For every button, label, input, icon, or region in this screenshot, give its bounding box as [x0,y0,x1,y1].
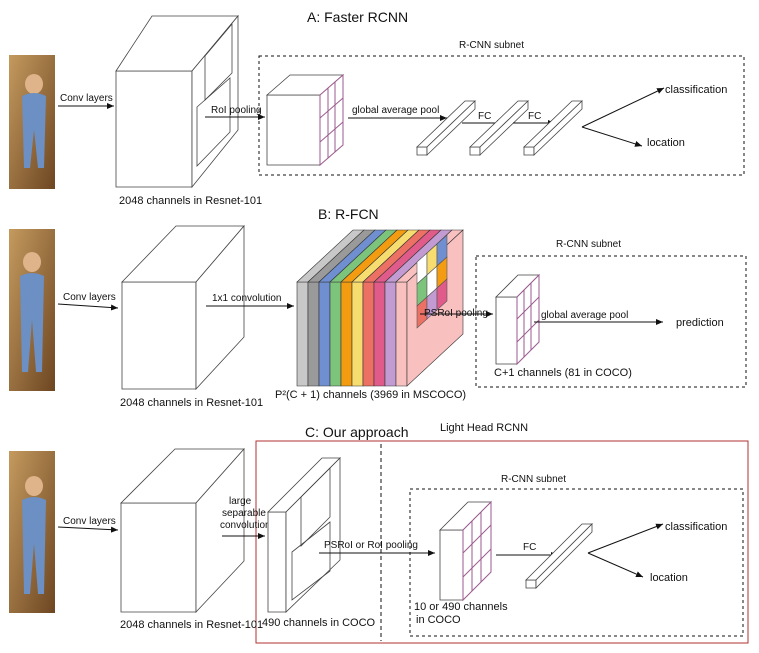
c1-label-b: C+1 channels (81 in COCO) [494,367,632,379]
subnet-label-a: R-CNN subnet [459,40,524,51]
p2-label-b: P²(C + 1) channels (3969 in MSCOCO) [275,389,466,401]
subnet-label-c: R-CNN subnet [501,474,566,485]
rcnn-subnet-box-b [475,255,747,388]
score-map-slab-3 [318,281,331,387]
large-label-c-1: large [229,496,252,507]
cls-label-a: classification [665,84,727,96]
conv1x1-label-b: 1x1 convolution [212,293,282,304]
channels-label-b: 2048 channels in Resnet-101 [120,397,263,409]
large-label-c-2: separable [222,508,266,519]
ch490-label-c: 490 channels in COCO [262,617,376,629]
panel-a-title: A: Faster RCNN [307,9,408,25]
loc-arrow-a [581,126,643,147]
channels-label-a: 2048 channels in Resnet-101 [119,195,262,207]
score-map-slab-9 [384,281,397,387]
score-map-slab-6 [351,281,364,387]
score-map-stack-b [296,229,464,387]
fc1-label-a: FC [478,111,491,122]
score-map-slab-2 [307,281,320,387]
pred-label-b: prediction [676,317,724,329]
cls-label-c: classification [665,521,727,533]
conv-label-c: Conv layers [63,516,116,527]
score-map-slab-5 [340,281,353,387]
cls-arrow-a [581,87,665,128]
feature-cube-a [115,14,239,189]
subnet-label-b: R-CNN subnet [556,239,621,250]
feature-cube-c [120,447,245,614]
light-head-label-c: Light Head RCNN [440,422,528,434]
feature-cube-b [121,224,245,391]
panel-b-title: B: R-FCN [318,206,379,222]
rcnn-subnet-box-a [258,55,745,176]
score-map-slab-7 [362,281,375,387]
pooled-cube-c [439,500,492,602]
fc-label-c: FC [523,542,536,553]
light-head-frame-c [255,440,749,644]
conv-arrow-b [57,303,119,311]
fc-bar-2-a [469,100,529,156]
gap-label-b: global average pool [541,310,628,321]
input-photo-b [9,229,55,391]
cls-arrow-c [587,523,664,554]
psroi-label-c: PSRoI or RoI pooling [324,540,418,551]
large-label-c-3: convolution [220,520,271,531]
psroi-grid-cell [436,278,448,311]
fc-bar-c [525,523,593,589]
score-map-slab-4 [329,281,342,387]
channels-label-c: 2048 channels in Resnet-101 [120,619,263,631]
panel-a: A: Faster RCNN Conv layers 2048 channels… [9,9,745,207]
score-map-slab-1 [296,281,309,387]
panel-b: B: R-FCN Conv layers 2048 channels in Re… [9,206,747,409]
panel-c-title: C: Our approach [305,424,409,440]
score-map-slab-10 [395,281,408,387]
pooled-cube-a [265,73,345,167]
loc-label-c: location [650,572,688,584]
conv-arrow-c [57,526,119,533]
conv-label-a: Conv layers [60,93,113,104]
gap-label-a: global average pool [352,105,439,116]
rcnn-subnet-box-c [409,488,744,637]
thin-feature-cube-c [267,457,341,613]
conv-label-b: Conv layers [63,292,116,303]
fc-bar-3-a [523,100,583,156]
input-photo-c [9,451,55,613]
roi-label-a: RoI pooling [211,105,262,116]
fc-bar-1-a [416,100,476,156]
pooled-cube-b [495,273,540,366]
panel-c: C: Our approach Light Head RCNN Conv lay… [9,422,749,644]
ch10-label-c-1: 10 or 490 channels [414,601,508,613]
loc-arrow-c [587,552,644,578]
fc2-label-a: FC [528,111,541,122]
loc-label-a: location [647,137,685,149]
score-map-slab-8 [373,281,386,387]
input-photo-a [9,55,55,189]
ch10-label-c-2: in COCO [416,614,461,626]
psroi-label-b: PSRoI pooling [424,308,488,319]
